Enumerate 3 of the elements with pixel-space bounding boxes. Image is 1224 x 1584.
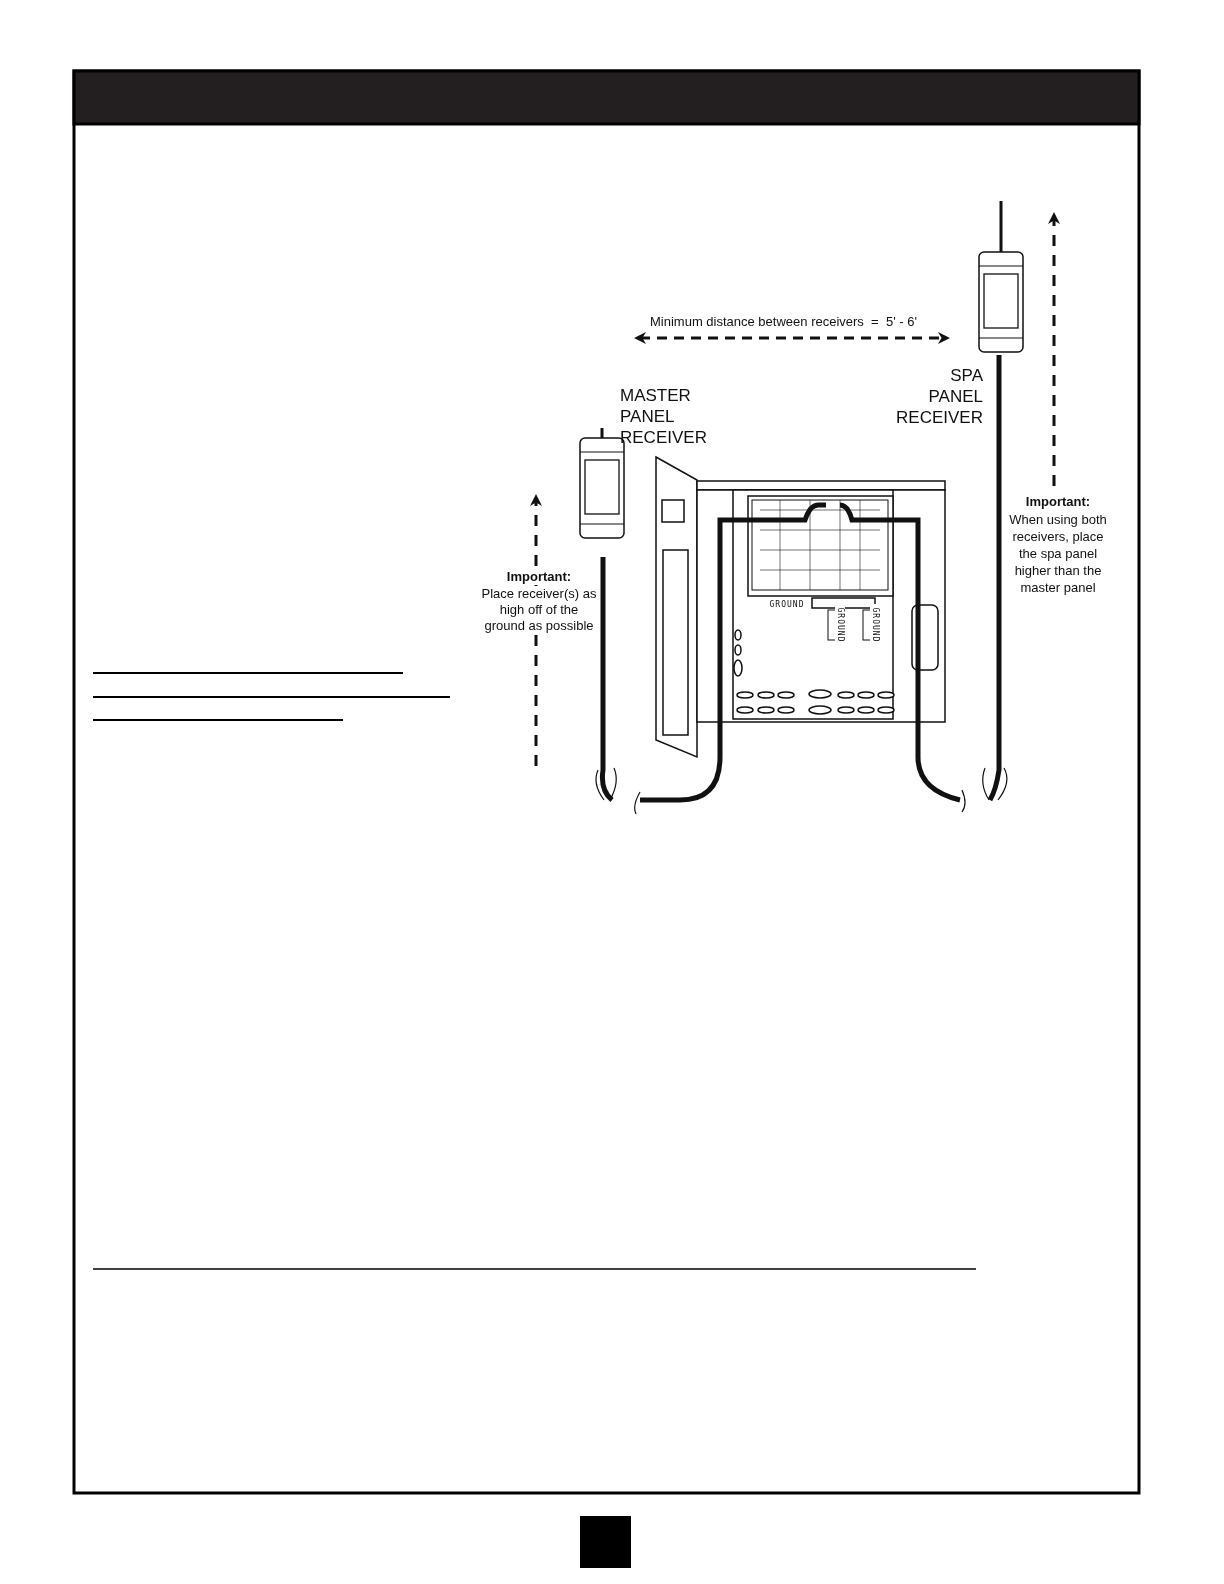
note-text: Place receiver(s) as high off of the ground as possible	[480, 586, 598, 634]
receiver-label: SPA PANEL RECEIVER	[895, 365, 983, 428]
receiver-label: MASTER PANEL RECEIVER	[620, 385, 708, 448]
